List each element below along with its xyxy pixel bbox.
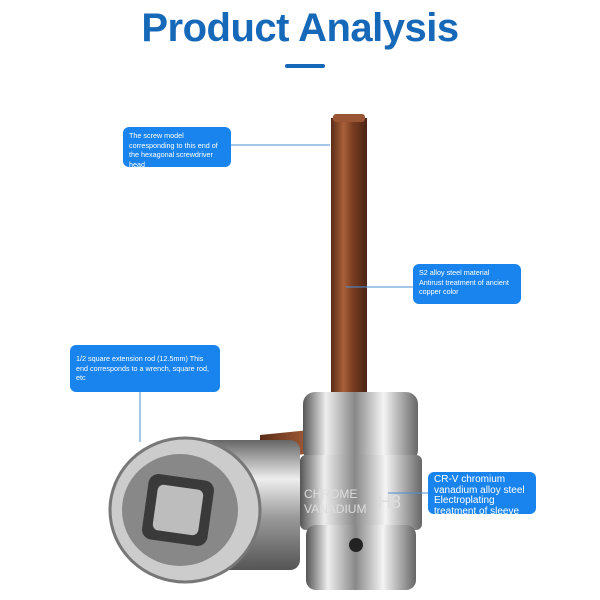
page-title: Product Analysis	[141, 6, 459, 50]
callout-sleeve: CR-V chromium vanadium alloy steel Elect…	[428, 472, 536, 527]
callout-hex-end: The screw model corresponding to this en…	[123, 127, 231, 169]
engraving-size: H8	[378, 492, 401, 512]
callout-square-end: 1/2 square extension rod (12.5mm) This e…	[70, 345, 220, 392]
engraving-line2: VANADIUM	[304, 502, 366, 516]
left-socket	[108, 436, 300, 584]
callout-lines	[139, 144, 428, 494]
title-underline	[285, 64, 325, 68]
right-socket: CHROME VANADIUM H8	[300, 392, 422, 590]
engraving-line1: CHROME	[304, 487, 357, 501]
hex-bit	[331, 114, 367, 403]
callout-material: S2 alloy steel material Antirust treatme…	[413, 264, 521, 304]
